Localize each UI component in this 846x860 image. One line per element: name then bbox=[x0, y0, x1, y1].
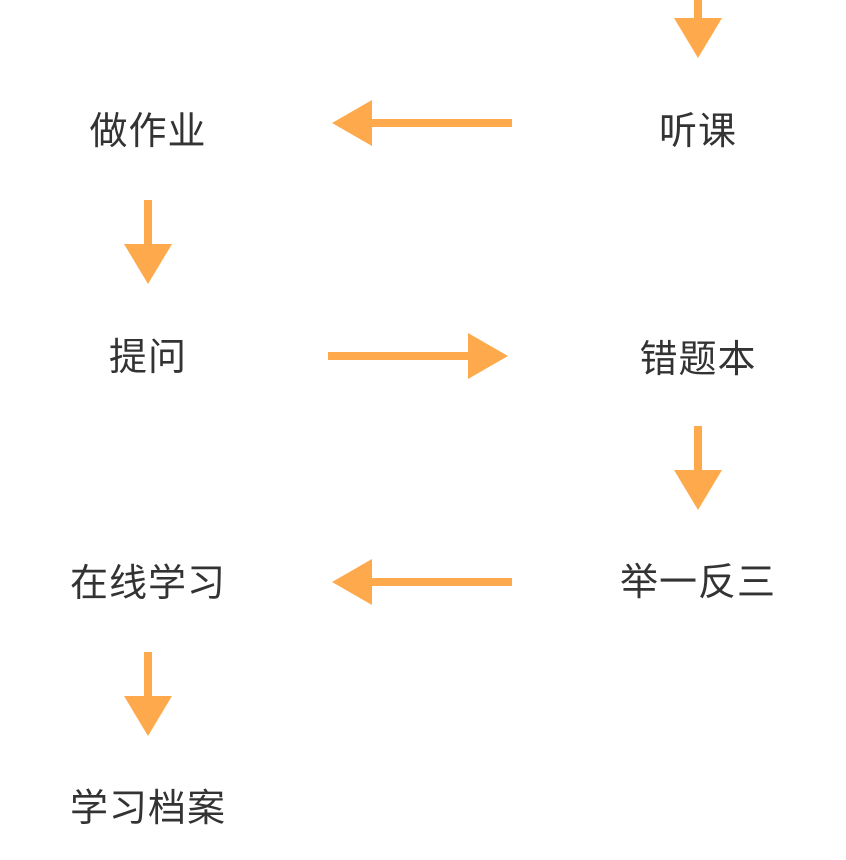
arrow-zuozuoye-to-tiwen bbox=[124, 200, 172, 284]
arrow-juyifansan-to-zaixianxuexi bbox=[332, 559, 512, 605]
node-tiwen: 提问 bbox=[108, 335, 188, 379]
node-cuotiben: 错题本 bbox=[639, 337, 757, 381]
node-zuozuoye: 做作业 bbox=[89, 109, 207, 153]
arrow-tiwen-to-cuotiben bbox=[328, 333, 508, 379]
arrow-into-tingke bbox=[674, 0, 722, 58]
node-juyifansan: 举一反三 bbox=[619, 560, 777, 604]
arrow-cuotiben-to-juyifansan bbox=[674, 426, 722, 510]
node-tingke: 听课 bbox=[658, 109, 738, 153]
node-zaixianxuexi: 在线学习 bbox=[69, 561, 227, 605]
arrow-tingke-to-zuozuoye bbox=[332, 100, 512, 146]
node-xuexidangan: 学习档案 bbox=[69, 786, 227, 830]
arrow-zaixianxuexi-to-xuexidangan bbox=[124, 652, 172, 736]
